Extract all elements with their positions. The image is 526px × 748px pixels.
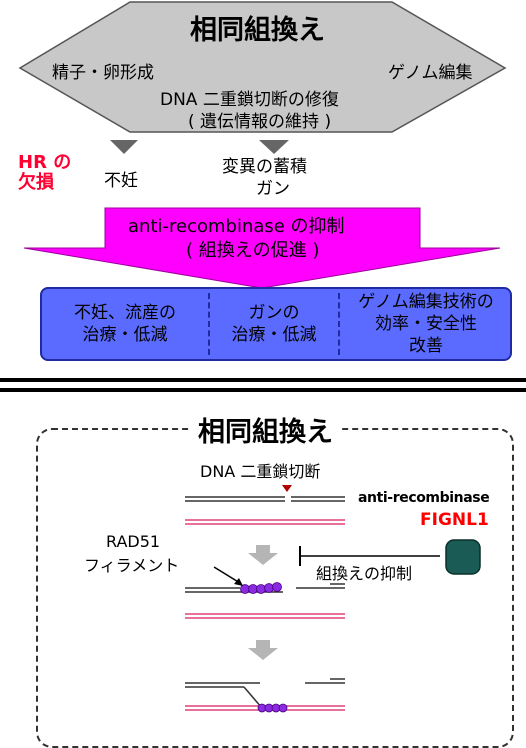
anti-recombinase-label: anti-recombinase: [358, 490, 490, 506]
lower-title: 相同組換え: [190, 410, 341, 449]
right-item: ゲノム編集: [388, 63, 473, 83]
infertility-label: 不妊: [104, 171, 138, 191]
fignl1-label: FIGNL1: [420, 510, 489, 530]
dna-step-1: [185, 496, 345, 525]
hr-deficiency-label-1: HR の: [18, 152, 72, 173]
arrow-line-1: anti-recombinase の抑制: [128, 216, 345, 237]
benefit-cancer: ガンの 治療・低減: [210, 289, 338, 359]
benefits-box: 不妊、流産の 治療・低減 ガンの 治療・低減 ゲノム編集技術の 効率・安全性 改…: [40, 287, 512, 361]
down-triangle-left: [110, 140, 138, 154]
rad51-label-2: フィラメント: [84, 556, 180, 575]
rad51-filament-invaded: [257, 703, 288, 713]
cancer-label: ガン: [256, 179, 290, 199]
rad51-filament: [240, 582, 282, 594]
recombination-schematic: [185, 485, 481, 713]
hexagon-banner: [18, 1, 507, 133]
gray-arrow-2: [248, 640, 278, 660]
rad51-pointer: [213, 566, 241, 584]
center-line-1: DNA 二重鎖切断の修復: [160, 90, 339, 110]
fignl1-blob: [445, 539, 481, 575]
diagram-shapes: [18, 1, 507, 289]
arrow-line-2: ( 組換えの促進 ): [186, 240, 320, 261]
rad51-label-1: RAD51: [106, 532, 161, 551]
benefit-2-line-1: ガンの: [248, 303, 300, 323]
top-title: 相同組換え: [190, 15, 325, 46]
center-line-2: ( 遺伝情報の維持 ): [188, 112, 332, 132]
benefit-divider-1: [208, 293, 210, 355]
benefit-infertility: 不妊、流産の 治療・低減: [42, 289, 208, 359]
mutation-label: 変異の蓄積: [222, 157, 307, 177]
gray-arrow-1: [248, 545, 278, 565]
benefit-2-line-2: 治療・低減: [231, 325, 317, 345]
benefit-genome-editing: ゲノム編集技術の 効率・安全性 改善: [340, 289, 512, 359]
inhibition-label: 組換えの抑制: [316, 564, 413, 583]
benefit-divider-2: [338, 293, 340, 355]
benefit-1-line-2: 治療・低減: [82, 325, 168, 345]
separator-line-top: [0, 378, 526, 382]
hr-deficiency-label-2: 欠損: [18, 172, 54, 193]
magenta-arrow: [23, 207, 501, 289]
down-triangle-right: [259, 140, 289, 154]
separator-line-bottom: [0, 388, 526, 392]
benefit-3-line-1: ゲノム編集技術の: [358, 292, 494, 312]
benefit-3-line-2: 効率・安全性: [375, 314, 477, 334]
dsb-marker: [282, 485, 292, 492]
rad51-pointer-head: [234, 578, 243, 586]
benefit-3-line-3: 改善: [409, 336, 443, 356]
benefit-1-line-1: 不妊、流産の: [74, 303, 176, 323]
left-item: 精子・卵形成: [52, 63, 154, 83]
dsb-label: DNA 二重鎖切断: [200, 462, 321, 481]
